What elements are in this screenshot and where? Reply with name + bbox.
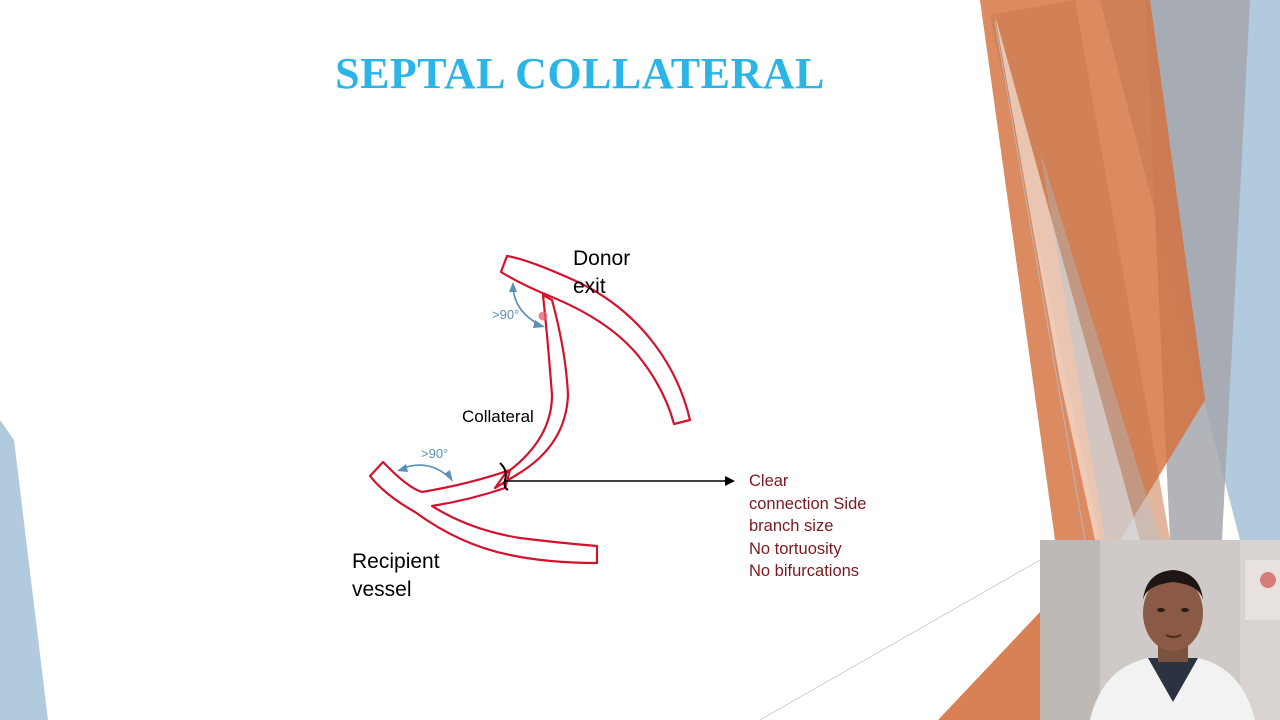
connection-bracket-icon — [499, 462, 509, 491]
angle-bottom-label: >90° — [421, 446, 449, 461]
presenter-video-icon — [1040, 540, 1280, 720]
donor-label-text: Donor exit — [573, 247, 631, 298]
collateral-branch — [493, 293, 570, 490]
arrowhead-icon — [397, 464, 408, 472]
arrowhead-icon — [725, 476, 735, 486]
criteria-item: No bifurcations — [749, 562, 860, 581]
angle-arc-bottom — [400, 464, 451, 479]
recipient-vessel-label: Recipient vessel — [352, 548, 440, 604]
criteria-list: Clear connection Side branch size No tor… — [749, 470, 866, 583]
recipient-label-text: Recipient vessel — [352, 550, 440, 601]
donor-exit-label: Donor exit — [573, 245, 630, 301]
pointer-dot — [538, 311, 548, 321]
presenter-webcam — [1040, 540, 1280, 720]
collateral-label: Collateral — [462, 407, 534, 426]
arrowhead-icon — [533, 320, 545, 328]
criteria-item: Clear connection Side branch size — [749, 472, 867, 536]
slide-title: SEPTAL COLLATERAL — [335, 49, 825, 98]
donor-vessel — [499, 254, 692, 426]
criteria-item: No tortuosity — [749, 539, 842, 558]
angle-top-label: >90° — [492, 307, 520, 322]
recipient-vessel — [368, 460, 599, 565]
arrowhead-icon — [509, 282, 517, 292]
arrowhead-icon — [444, 470, 453, 482]
